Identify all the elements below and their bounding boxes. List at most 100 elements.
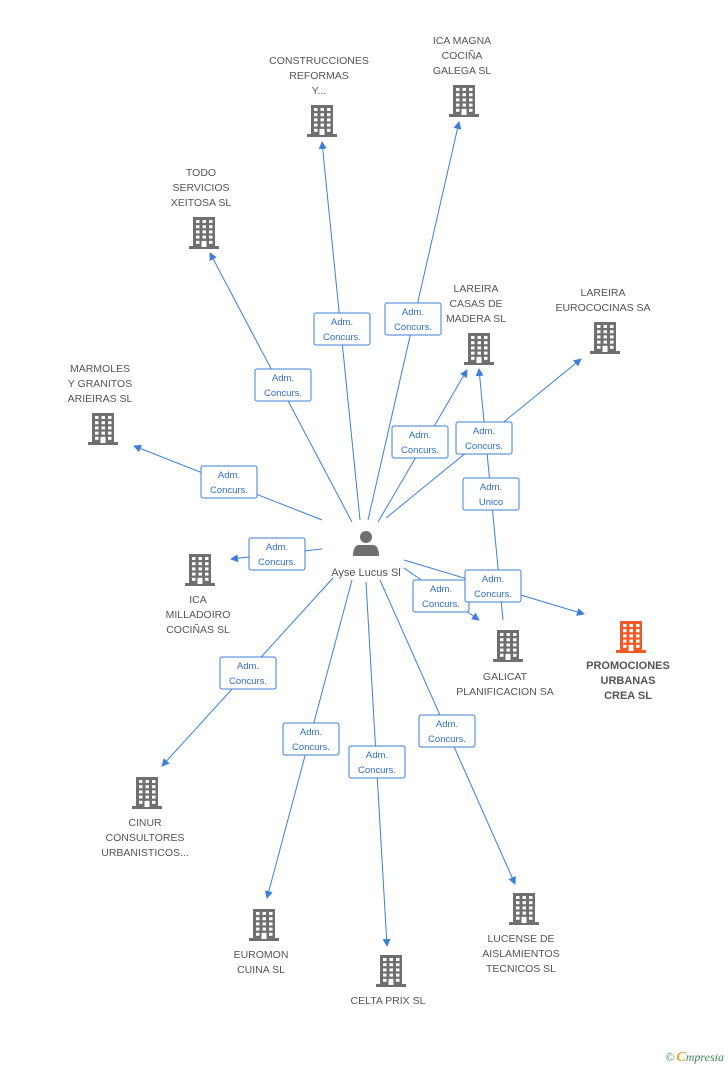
company-node-marmoles[interactable]: MARMOLES Y GRANITOS ARIEIRAS SL — [68, 363, 133, 445]
company-node-lareira-eurococinas[interactable]: LAREIRA EUROCOCINAS SA — [555, 287, 651, 354]
relation-label-text: Adm. — [473, 426, 495, 437]
building-icon — [376, 955, 406, 987]
company-label: CONSTRUCCIONES — [269, 55, 369, 67]
relation-label-text: Adm. — [300, 727, 322, 738]
company-label: CUINA SL — [237, 964, 285, 976]
building-icon — [590, 322, 620, 354]
relation-label-galicat[interactable]: Adm. Concurs. — [412, 579, 470, 613]
building-icon — [616, 621, 646, 653]
building-icon — [185, 554, 215, 586]
relation-label-text: Concurs. — [210, 485, 248, 496]
company-label: MADERA SL — [446, 313, 506, 325]
person-icon — [353, 531, 379, 556]
footer-brand: ©Cmpresia — [665, 1050, 724, 1066]
relation-label-text: Concurs. — [465, 441, 503, 452]
relation-label-text: Adm. — [480, 482, 502, 493]
company-label: Y... — [312, 85, 326, 97]
relation-label-text: Adm. — [237, 661, 259, 672]
company-node-euromon[interactable]: EUROMON CUINA SL — [234, 909, 289, 976]
company-label: COCIÑAS SL — [166, 623, 230, 636]
company-label: AISLAMIENTOS — [482, 948, 559, 960]
company-label: REFORMAS — [289, 70, 349, 82]
relation-label-text: Adm. — [409, 430, 431, 441]
relation-label-text: Adm. — [366, 750, 388, 761]
relation-label-text: Concurs. — [229, 676, 267, 687]
relation-label-cinur[interactable]: Adm. Concurs. — [219, 656, 277, 690]
building-icon — [249, 909, 279, 941]
relation-labels-layer: Adm. Concurs. Adm. Concurs. Adm. Concurs. Adm.… — [200, 302, 522, 779]
relation-label-text: Adm. — [218, 470, 240, 481]
company-node-celta-prix[interactable]: CELTA PRIX SL — [351, 955, 426, 1007]
company-label: GALICAT — [483, 671, 528, 683]
relation-label-text: Adm. — [482, 574, 504, 585]
relation-label-text: Adm. — [430, 584, 452, 595]
relation-label-euromon[interactable]: Adm. Concurs. — [282, 722, 340, 756]
building-icon — [493, 630, 523, 662]
relation-label-promociones[interactable]: Adm. Concurs. — [464, 569, 522, 603]
relation-label-lareira-casas[interactable]: Adm. Concurs. — [391, 425, 449, 459]
relation-label-text: Concurs. — [422, 599, 460, 610]
nodes-layer: CONSTRUCCIONES REFORMAS Y... ICA MAGNA COCIÑ… — [68, 35, 670, 1007]
brand-logo-letter: C — [676, 1050, 686, 1065]
relation-label-text: Concurs. — [358, 765, 396, 776]
company-node-galicat[interactable]: GALICAT PLANIFICACION SA — [456, 630, 554, 698]
company-label: COCIÑA — [442, 49, 483, 62]
relation-label-text: Concurs. — [474, 589, 512, 600]
copyright-icon: © — [665, 1050, 675, 1064]
company-label: Y GRANITOS — [68, 378, 132, 390]
company-node-lareira-casas[interactable]: LAREIRA CASAS DE MADERA SL — [446, 283, 506, 365]
relation-label-lareira-eurococinas[interactable]: Adm. Concurs. — [455, 421, 513, 455]
company-label: TECNICOS SL — [486, 963, 556, 975]
company-label: GALEGA SL — [433, 65, 492, 77]
company-label: MARMOLES — [70, 363, 130, 375]
company-label: URBANAS — [601, 675, 656, 687]
building-icon — [509, 893, 539, 925]
relation-label-celta-prix[interactable]: Adm. Concurs. — [348, 745, 406, 779]
relation-label-text: Unico — [479, 497, 503, 508]
building-icon — [189, 217, 219, 249]
relation-label-ica-milladoiro[interactable]: Adm.Concurs. — [248, 537, 306, 571]
relation-label-text: Concurs. — [323, 332, 361, 343]
company-node-ica-magna[interactable]: ICA MAGNA COCIÑA GALEGA SL — [433, 35, 492, 117]
building-icon — [307, 105, 337, 137]
relation-label-lucense[interactable]: Adm. Concurs. — [418, 714, 476, 748]
company-label: EUROMON — [234, 949, 289, 961]
company-label: ARIEIRAS SL — [68, 393, 133, 405]
company-label: CREA SL — [604, 690, 652, 702]
relation-label-text: Adm. — [436, 719, 458, 730]
relation-label-text: Adm. — [402, 307, 424, 318]
relation-label-construcciones[interactable]: Adm.Concurs. — [313, 312, 371, 346]
brand-logo-text: mpresia — [685, 1050, 724, 1064]
relation-label-text: Concurs. — [428, 734, 466, 745]
company-label: ICA — [189, 594, 207, 606]
relation-label-ica-magna[interactable]: Adm.Concurs. — [384, 302, 442, 336]
relation-label-text: Adm. — [272, 373, 294, 384]
building-icon — [88, 413, 118, 445]
company-label: CELTA PRIX SL — [351, 995, 426, 1007]
company-label: LAREIRA — [581, 287, 626, 299]
relation-label-galicat-to-lareira-casas[interactable]: Adm. Unico — [462, 477, 520, 511]
company-label: XEITOSA SL — [171, 197, 232, 209]
relation-label-text: Concurs. — [401, 445, 439, 456]
company-label: PLANIFICACION SA — [456, 686, 553, 698]
company-label: LAREIRA — [454, 283, 499, 295]
company-label: ICA MAGNA — [433, 35, 491, 47]
relation-label-text: Concurs. — [292, 742, 330, 753]
company-node-construcciones[interactable]: CONSTRUCCIONES REFORMAS Y... — [269, 55, 369, 137]
company-label: URBANISTICOS... — [101, 847, 189, 859]
company-label: TODO — [186, 167, 216, 179]
relation-label-text: Concurs. — [258, 557, 296, 568]
relation-label-text: Concurs. — [264, 388, 302, 399]
building-icon — [449, 85, 479, 117]
company-label: EUROCOCINAS SA — [555, 302, 650, 314]
person-node[interactable]: Ayse Lucus Sl — [331, 531, 401, 579]
company-label: CASAS DE — [449, 298, 502, 310]
person-label: Ayse Lucus Sl — [331, 567, 401, 579]
company-node-cinur[interactable]: CINURCONSULTORESURBANISTICOS... — [101, 777, 189, 859]
relation-label-marmoles[interactable]: Adm. Concurs. — [200, 465, 258, 499]
relation-label-todo-servicios[interactable]: Adm. Concurs. — [254, 368, 312, 402]
